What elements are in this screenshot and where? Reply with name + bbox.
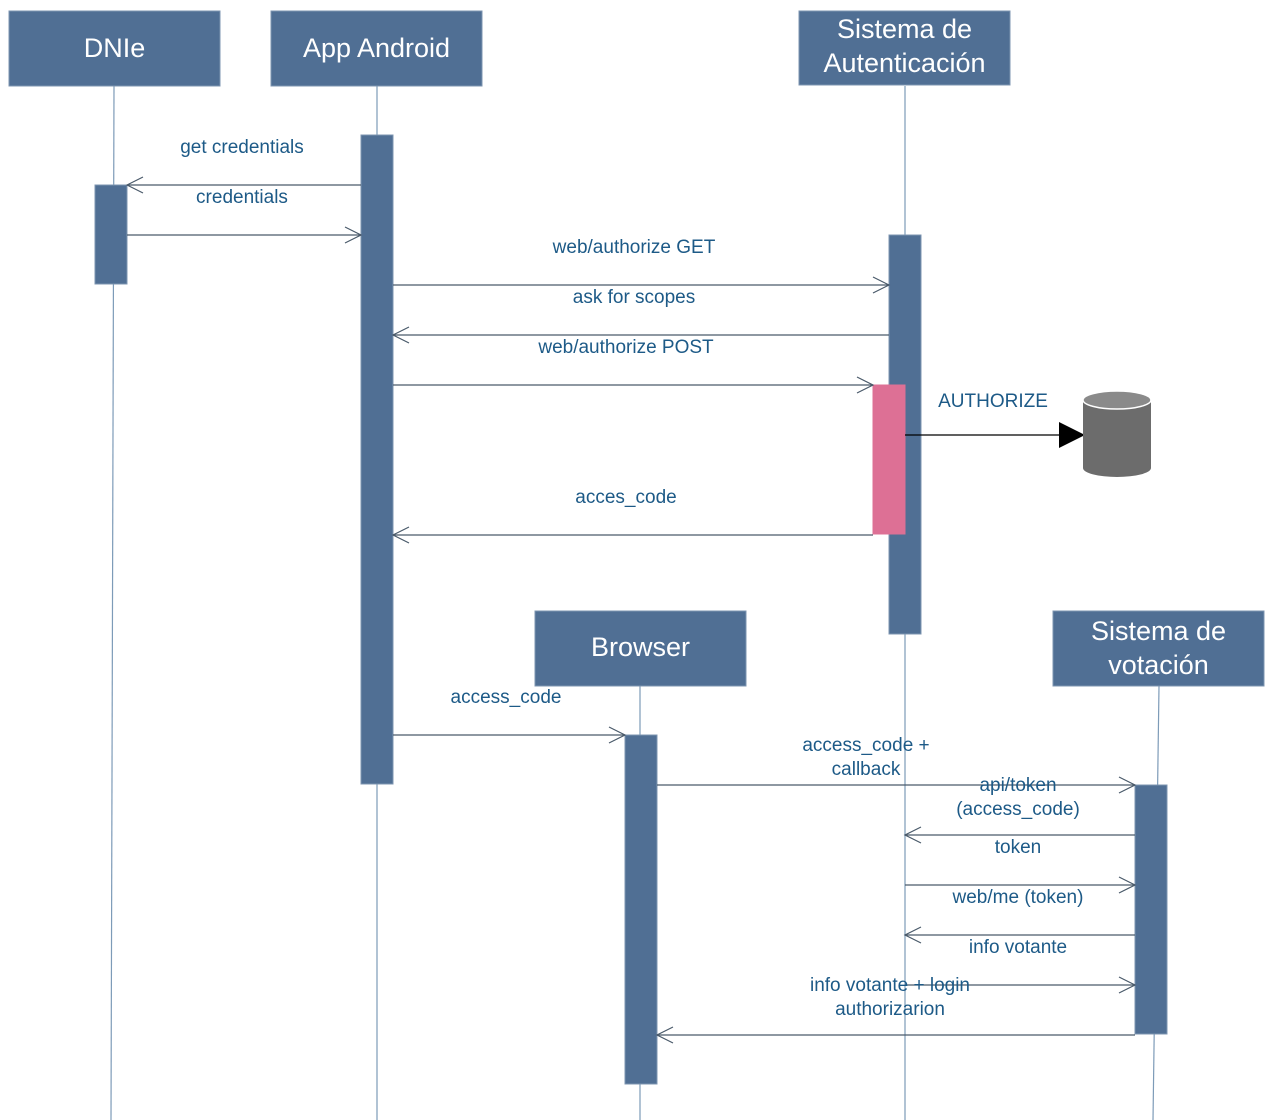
actor-dnie: DNIe [8,10,221,87]
actor-voting-system-label-line1: Sistema de [1091,616,1226,646]
activation-browser [624,734,658,1085]
activation-app-android [360,134,394,785]
label-login-authorization-line2: authorizarion [835,999,945,1020]
label-authorize: AUTHORIZE [938,391,1048,412]
label-get-credentials: get credentials [180,137,304,158]
actor-app-android: App Android [270,10,483,87]
label-access-code: access_code [451,687,562,708]
activation-dnie [94,184,128,285]
message-labels: get credentials credentials web/authoriz… [180,137,1083,1020]
label-token: token [995,837,1041,858]
label-api-token-line1: api/token [979,775,1056,796]
label-authorize-post: web/authorize POST [537,337,714,358]
label-acces-code: acces_code [575,487,676,508]
actor-dnie-label: DNIe [84,33,146,63]
label-access-code-callback-line1: access_code + [802,735,929,756]
actor-browser: Browser [534,610,747,687]
label-credentials: credentials [196,187,288,208]
activation-authorize-process [872,384,906,535]
message-arrows [125,176,1137,1044]
actor-app-android-label: App Android [303,33,450,63]
database-icon [1082,390,1152,477]
actor-auth-system-label-line1: Sistema de [837,14,972,44]
label-authorize-get: web/authorize GET [552,237,716,258]
label-api-token-line2: (access_code) [956,799,1080,820]
actor-auth-system: Sistema de Autenticación [798,10,1011,86]
label-ask-scopes: ask for scopes [573,287,696,308]
label-access-code-callback-line2: callback [832,759,901,780]
activation-voting-system [1134,784,1168,1035]
actor-voting-system-label-line2: votación [1108,650,1209,680]
label-login-authorization-line1: info votante + login [810,975,970,996]
label-web-me: web/me (token) [952,887,1084,908]
actor-auth-system-label-line2: Autenticación [823,48,985,78]
actor-browser-label: Browser [591,632,690,662]
actor-voting-system: Sistema de votación [1052,610,1265,687]
label-info-votante: info votante [969,937,1067,958]
